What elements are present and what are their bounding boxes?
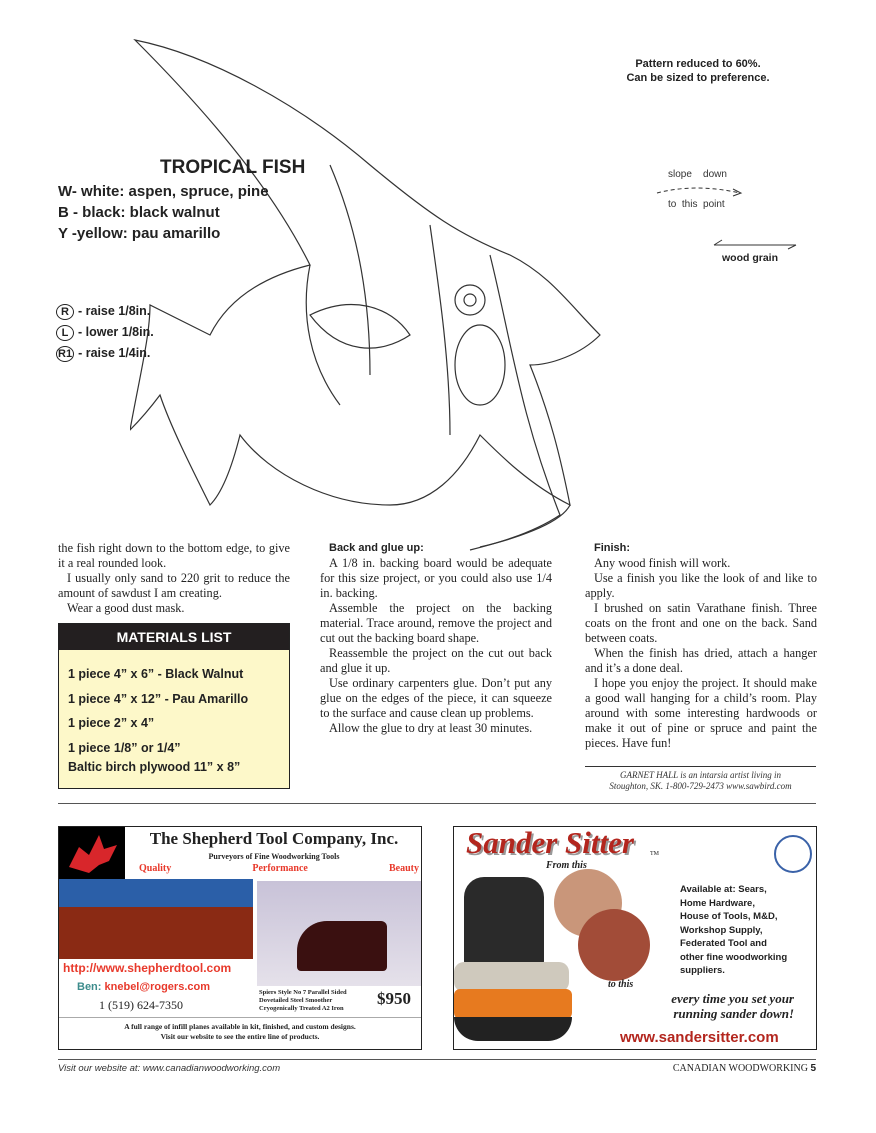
dragon-logo: [59, 827, 125, 879]
retailer-line: House of Tools, M&D,: [680, 911, 778, 922]
article-column-3: Finish: Any wood finish will work. Use a…: [585, 541, 817, 751]
section-heading: Back and glue up:: [329, 542, 424, 554]
paragraph: When the finish has dried, attach a hang…: [585, 646, 817, 675]
author-credit: GARNET HALL is an intarsia artist living…: [585, 766, 816, 792]
mark-symbol: R: [56, 304, 74, 320]
paragraph: I usually only sand to 220 grit to reduc…: [58, 571, 290, 600]
wood-grain-arrow-icon: [713, 239, 797, 250]
materials-list-title: MATERIALS LIST: [59, 624, 289, 650]
paragraph: the fish right down to the bottom edge, …: [58, 541, 290, 570]
retailer-line: other fine woodworking: [680, 951, 788, 963]
note-line: Can be sized to preference.: [626, 72, 770, 84]
paragraph: Reassemble the project on the cut out ba…: [320, 646, 552, 675]
paragraph: Use ordinary carpenters glue. Don’t put …: [320, 676, 552, 720]
material-item: 1 piece 1/8” or 1/4”: [68, 740, 181, 755]
value-performance: Performance: [252, 863, 308, 874]
retailer-line: Workshop Supply,: [680, 924, 763, 936]
mark-item: L - lower 1/8in.: [56, 322, 154, 343]
legend-item: Y -yellow: pau amarillo: [58, 225, 221, 242]
mark-item: R - raise 1/8in.: [56, 301, 154, 322]
material-item: 1 piece 4” x 6” - Black Walnut: [68, 667, 244, 681]
retailer-line: Federated Tool and: [680, 938, 767, 949]
material-item: 1 piece 4” x 12” - Pau Amarillo: [68, 691, 249, 706]
slogan-line: every time you set your: [671, 991, 794, 1006]
legend-item: B - black: black walnut: [58, 204, 220, 221]
retailer-line: Available at: Sears,: [680, 884, 767, 895]
marks-legend: R - raise 1/8in. L - lower 1/8in. R1- rais…: [56, 301, 154, 364]
article-column-1: the fish right down to the bottom edge, …: [58, 541, 290, 616]
mark-text: - raise 1/4in.: [78, 346, 151, 360]
product-line: Dovetailed Steel Smoother: [259, 997, 333, 1004]
mark-text: - lower 1/8in.: [78, 325, 154, 339]
sander-photo: [454, 867, 572, 1047]
tested-seal-icon: [774, 835, 812, 873]
ad-bottom-line: Visit our website to see the entire line…: [160, 1032, 320, 1041]
product-line: Spiers Style No 7 Parallel Sided: [259, 989, 347, 996]
new-disc-photo: [578, 909, 650, 981]
footer-divider: [58, 1059, 816, 1060]
magazine-name: CANADIAN WOODWORKING: [672, 1063, 808, 1074]
shepherd-email-link[interactable]: knebel@rogers.com: [104, 981, 210, 993]
retailer-line: suppliers.: [680, 965, 725, 976]
mark-text: - raise 1/8in.: [78, 304, 151, 318]
slogan-line: running sander down!: [673, 1006, 794, 1021]
page-number: 5: [810, 1063, 816, 1074]
paragraph: Any wood finish will work.: [594, 556, 731, 570]
value-beauty: Beauty: [388, 863, 419, 874]
sander-sitter-ad[interactable]: Sander Sitter TM From this Available at:…: [453, 826, 817, 1050]
contact-label: Ben:: [77, 981, 102, 993]
sander-sitter-logo: Sander Sitter: [466, 826, 634, 860]
paragraph: Use a finish you like the look of and li…: [585, 571, 817, 600]
mark-item: R1- raise 1/4in.: [56, 343, 154, 364]
section-heading: Finish:: [594, 542, 631, 554]
pattern-title: TROPICAL FISH: [160, 157, 306, 178]
shepherd-url-link[interactable]: http://www.shepherdtool.com: [63, 961, 232, 975]
dragon-icon: [69, 835, 117, 873]
sander-sitter-url-link[interactable]: www.sandersitter.com: [620, 1029, 779, 1046]
shepherd-tool-ad[interactable]: The Shepherd Tool Company, Inc. Purveyor…: [58, 826, 422, 1050]
value-quality: Quality: [139, 863, 172, 874]
slope-label-top: slope down: [668, 169, 727, 180]
fish-pattern-drawing: [130, 39, 601, 551]
shepherd-tagline: Purveyors of Fine Woodworking Tools: [208, 852, 340, 861]
paragraph: Assemble the project on the backing mate…: [320, 601, 552, 645]
material-item: Baltic birch plywood 11” x 8”: [68, 760, 241, 774]
mark-symbol: L: [56, 325, 74, 341]
paragraph: A 1/8 in. backing board would be adequat…: [320, 556, 552, 600]
smoother-photo: [257, 881, 421, 986]
footer-website: Visit our website at: www.canadianwoodwo…: [58, 1063, 281, 1074]
retailer-line: Home Hardware,: [680, 897, 755, 909]
shepherd-name: The Shepherd Tool Company, Inc.: [149, 829, 399, 848]
slope-label-bottom: to this point: [668, 199, 725, 210]
wood-grain-label: wood grain: [722, 252, 778, 264]
pattern-note: Pattern reduced to 60%. Can be sized to …: [600, 57, 796, 85]
product-line: Cryogenically Treated A2 Iron: [259, 1005, 344, 1012]
from-this-label: From this: [546, 860, 587, 871]
legend-item: W- white: aspen, spruce, pine: [58, 183, 269, 200]
divider: [58, 803, 816, 804]
credit-line: GARNET HALL is an intarsia artist living…: [620, 770, 781, 780]
slope-arrow-icon: [656, 187, 743, 197]
article-column-2: Back and glue up: A 1/8 in. backing boar…: [320, 541, 552, 736]
footer-folio: CANADIAN WOODWORKING 5: [673, 1063, 816, 1074]
trademark: TM: [650, 851, 659, 857]
credit-line: Stoughton, SK. 1-800-729-2473 www.sawbir…: [609, 781, 792, 791]
paragraph: Allow the glue to dry at least 30 minute…: [329, 721, 533, 735]
planes-photo: [59, 879, 253, 959]
to-this-label: to this: [608, 979, 634, 990]
paragraph: I hope you enjoy the project. It should …: [585, 676, 817, 750]
paragraph: Wear a good dust mask.: [67, 601, 185, 615]
materials-list-box: MATERIALS LIST 1 piece 4” x 6” - Black W…: [58, 623, 290, 789]
mark-symbol: R1: [56, 346, 75, 362]
paragraph: I brushed on satin Varathane finish. Thr…: [585, 601, 817, 645]
wood-legend: W- white: aspen, spruce, pine B - black:…: [58, 181, 269, 244]
shepherd-phone: 1 (519) 624-7350: [99, 998, 183, 1012]
material-item: 1 piece 2” x 4”: [68, 716, 155, 730]
ad-bottom-line: A full range of infill planes available …: [124, 1022, 356, 1031]
note-line: Pattern reduced to 60%.: [635, 58, 761, 70]
price: $950: [377, 989, 411, 1008]
